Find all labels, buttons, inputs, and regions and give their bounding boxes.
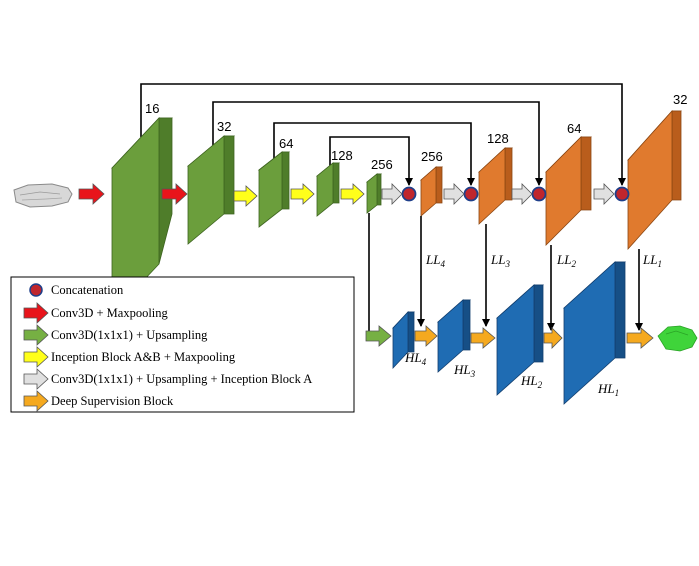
label-hl3: HL3 — [453, 362, 476, 379]
orange-arrow-1 — [414, 325, 438, 347]
gray-arrow-2 — [443, 183, 465, 205]
legend-label-conv-upsample-inception: Conv3D(1x1x1) + Upsampling + Inception B… — [51, 372, 312, 386]
concat-node-2 — [463, 186, 479, 202]
channel-label-128-up: 128 — [487, 131, 509, 146]
bottom-path-arrows — [365, 325, 654, 349]
supervision-block-hl3 — [436, 299, 472, 373]
decoder-blocks — [419, 109, 682, 251]
yellow-arrow-1 — [233, 185, 258, 207]
orange-arrow-2 — [470, 327, 496, 349]
decoder-block-64 — [545, 136, 592, 246]
label-hl1: HL1 — [597, 381, 619, 398]
legend-label-deep-supervision: Deep Supervision Block — [51, 394, 174, 408]
gray-arrow-3 — [511, 183, 533, 205]
legend-box — [10, 276, 355, 413]
label-ll4: LL4 — [425, 252, 445, 269]
decoder-block-32 — [627, 109, 682, 251]
channel-label-32: 32 — [217, 119, 231, 134]
concat-node-4 — [614, 186, 630, 202]
red-arrow-1 — [78, 183, 105, 205]
label-ll2: LL2 — [556, 252, 576, 269]
gray-arrow-4 — [593, 183, 615, 205]
legend-label-concat: Concatenation — [51, 283, 124, 297]
encoder-blocks — [111, 116, 383, 316]
main-path-arrows — [78, 183, 615, 207]
supervision-blocks — [392, 261, 627, 405]
legend-red-arrow-icon — [23, 302, 49, 324]
encoder-block-64 — [257, 151, 291, 228]
legend-yellow-arrow-icon — [23, 346, 49, 368]
legend-gray-arrow-icon — [23, 368, 49, 390]
channel-label-256: 256 — [371, 157, 393, 172]
input-volume — [13, 183, 73, 208]
supervision-block-hl1 — [562, 261, 627, 405]
skip-line-128 — [329, 136, 413, 186]
encoder-channel-labels: 16 32 64 128 256 — [145, 101, 393, 172]
label-ll3: LL3 — [490, 252, 510, 269]
skip-line-32 — [212, 101, 543, 186]
encoder-block-32 — [186, 135, 236, 245]
orange-arrow-4 — [626, 327, 654, 349]
channel-label-128: 128 — [331, 148, 353, 163]
green-arrow-1 — [365, 325, 392, 347]
legend-label-conv-maxpool: Conv3D + Maxpooling — [51, 306, 169, 320]
gray-arrow-1 — [381, 183, 403, 205]
output-volume — [657, 325, 698, 352]
label-hl2: HL2 — [520, 373, 543, 390]
supervision-links — [368, 213, 643, 332]
decoder-block-128 — [477, 147, 514, 225]
supervision-block-hl4 — [392, 310, 415, 370]
channel-label-32-up: 32 — [673, 92, 687, 107]
orange-arrow-3 — [543, 327, 563, 349]
legend-green-arrow-icon — [23, 324, 49, 346]
legend-label-inception-maxpool: Inception Block A&B + Maxpooling — [51, 350, 236, 364]
label-hl4: HL4 — [404, 350, 427, 367]
supervision-block-hl2 — [495, 284, 545, 396]
legend-label-conv-upsample: Conv3D(1x1x1) + Upsampling — [51, 328, 208, 342]
yellow-arrow-3 — [340, 183, 365, 205]
decoder-block-256 — [419, 166, 444, 217]
concat-node-3 — [531, 186, 547, 202]
legend-concat-icon — [29, 283, 43, 297]
encoder-block-256 — [365, 173, 383, 214]
channel-label-256-up: 256 — [421, 149, 443, 164]
red-arrow-2 — [161, 183, 188, 205]
skip-line-16 — [140, 83, 626, 186]
low-level-labels: LL4 LL3 LL2 LL1 — [425, 252, 662, 269]
label-ll1: LL1 — [642, 252, 662, 269]
high-level-labels: HL4 HL3 HL2 HL1 — [404, 350, 619, 398]
channel-label-64-up: 64 — [567, 121, 581, 136]
encoder-block-128 — [315, 162, 341, 217]
yellow-arrow-2 — [290, 183, 315, 205]
concat-node-1 — [401, 186, 417, 202]
legend-orange-arrow-icon — [23, 390, 49, 412]
decoder-channel-labels: 256 128 64 32 — [421, 92, 687, 164]
channel-label-64: 64 — [279, 136, 293, 151]
channel-label-16: 16 — [145, 101, 159, 116]
skip-connections — [140, 83, 626, 186]
legend: Concatenation Conv3D + Maxpooling Conv3D… — [10, 276, 355, 413]
skip-line-64 — [273, 122, 475, 186]
